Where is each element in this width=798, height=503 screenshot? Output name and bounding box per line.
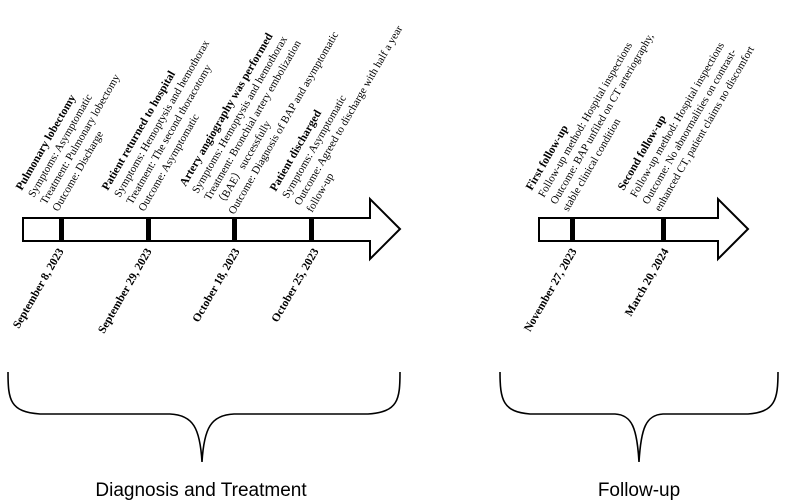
event-3-annotation: Artery angiography was performed Symptom… [178,30,341,217]
event-4-date: October 25, 2023 [270,246,322,324]
treatment-timeline-arrow [22,196,402,262]
event-marker-6 [661,218,666,241]
event-marker-3 [232,218,237,241]
event-3-date: October 18, 2023 [191,246,243,324]
event-1-date: September 8, 2023 [11,246,67,330]
event-marker-1 [59,218,64,241]
event-marker-5 [570,218,575,241]
event-marker-4 [309,218,314,241]
event-6-date: March 20, 2024 [623,246,672,318]
phase-label-treatment: Diagnosis and Treatment [95,480,307,501]
followup-timeline-arrow [538,196,750,262]
event-2-date: September 29, 2023 [96,246,154,335]
event-marker-2 [146,218,151,241]
event-5-date: November 27, 2023 [522,246,580,334]
treatment-phase-brace [7,371,401,463]
phase-label-followup: Follow-up [598,480,680,501]
followup-phase-brace [499,371,779,463]
